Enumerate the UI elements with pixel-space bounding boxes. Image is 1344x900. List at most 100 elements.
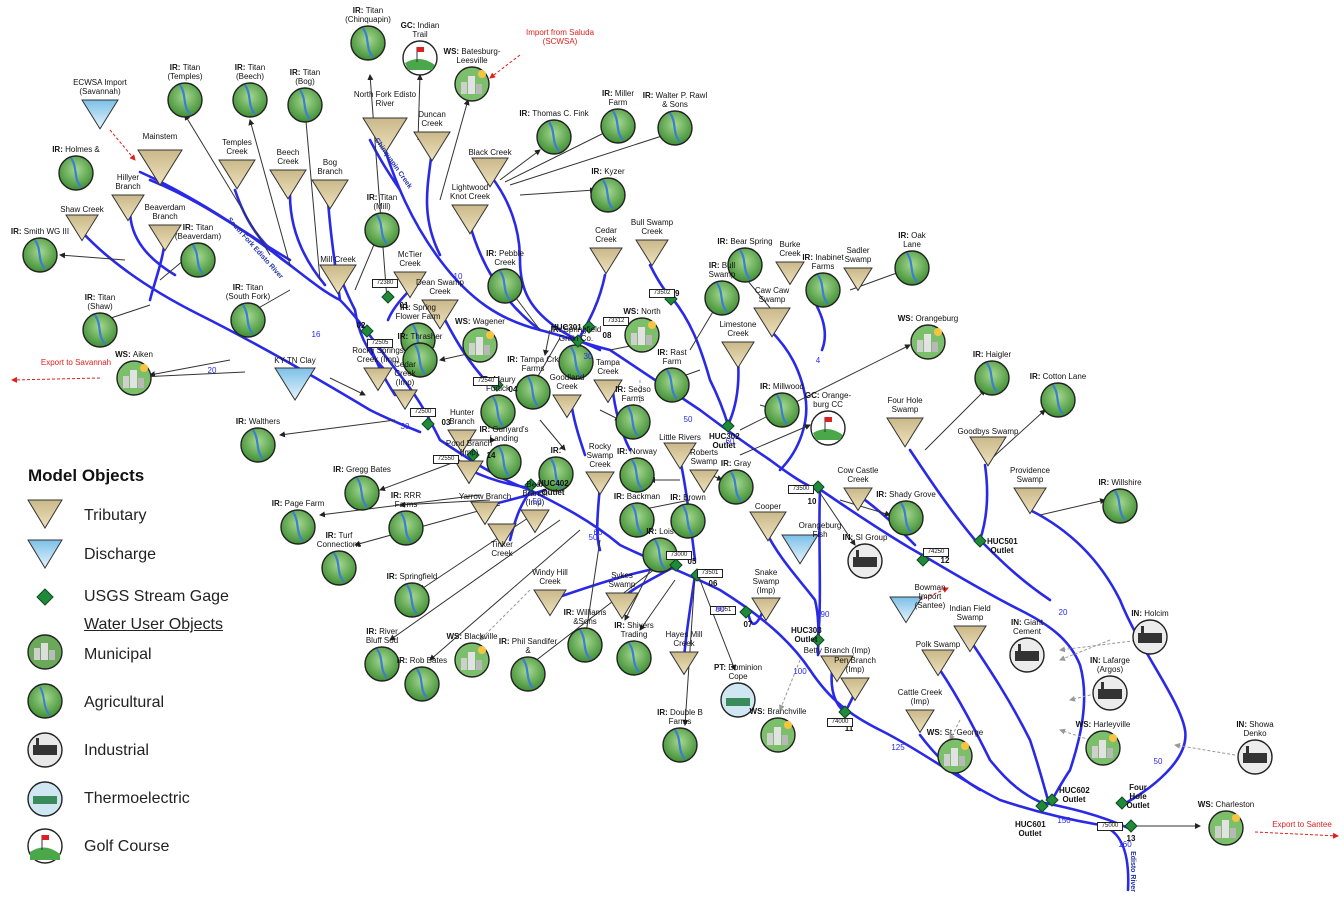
- user-name: Walthers: [248, 417, 281, 426]
- user-prefix: IR:: [397, 332, 411, 341]
- municipal-icon-ws-blackville: [454, 642, 490, 678]
- gage-icon: [36, 588, 54, 606]
- river-chinquapin: [368, 138, 402, 192]
- user-name: Springfield Grain Co.: [558, 325, 602, 343]
- gage-id-box: 72550: [433, 455, 459, 464]
- tributary-label-polk-swamp: Polk Swamp: [915, 640, 961, 649]
- user-name: Cotton Lane: [1042, 372, 1087, 381]
- tributary-triangle-limestone-creek: [721, 341, 755, 369]
- user-label-ir-holmes: IR: Holmes &: [31, 145, 121, 154]
- tributary-label-goodbys-swamp: Goodbys Swamp: [957, 427, 1019, 436]
- tributary-label-indian-field-swamp: Indian Field Swamp: [949, 604, 991, 622]
- tributary-label-duncan-creek: Duncan Creek: [418, 110, 446, 128]
- river-mile-label: 90: [820, 610, 830, 619]
- user-prefix: PT:: [713, 663, 729, 672]
- user-label-ir-walter-p-rawl-sons: IR: Walter P. Rawl & Sons: [630, 91, 720, 109]
- connector-lines: [59, 74, 1201, 829]
- tributary-triangle-beech-creek: [269, 169, 307, 200]
- user-label-ir-cotton-lane: IR: Cotton Lane: [1013, 372, 1103, 381]
- gage-diamond-01: [381, 290, 395, 304]
- agricultural-icon-ir-gregg-bates: [344, 475, 380, 511]
- tributary-triangle-cedar-creek-imp: [392, 389, 418, 411]
- agricultural-icon-ir-phil-sandifer: [510, 656, 546, 692]
- user-prefix: IR:: [657, 708, 670, 717]
- user-name: Oak Lane: [903, 231, 926, 249]
- tributary-triangle-bear-branch-imp: [520, 509, 550, 534]
- user-name: Rast Farm: [662, 348, 687, 366]
- user-name: Phil Sandifer &: [511, 637, 558, 655]
- agricultural-icon-ir-titan-beaverdam: [180, 242, 216, 278]
- user-prefix: IR:: [615, 385, 629, 394]
- river-mainstem-upper: [148, 178, 292, 262]
- tributary-triangle-temples-creek: [218, 159, 256, 190]
- user-prefix: WS:: [446, 632, 465, 641]
- tributary-triangle-sadler-swamp: [843, 267, 873, 292]
- gage-label-10: 10: [807, 497, 817, 506]
- agricultural-icon-ir-millwood: [764, 392, 800, 428]
- user-name: Rob Bates: [409, 656, 448, 665]
- user-name: Kyzer: [604, 167, 625, 176]
- user-prefix: IR:: [1098, 478, 1112, 487]
- user-prefix: WS:: [926, 728, 945, 737]
- tributary-triangle-lightwood-knot-creek: [451, 204, 489, 235]
- gage-label-05: 05: [687, 557, 697, 566]
- tributary-triangle-burke-creek: [775, 261, 805, 286]
- user-name: Inabinet Farms: [811, 253, 844, 271]
- gage-id-box: 73502: [649, 289, 675, 298]
- user-name: Holcim: [1144, 609, 1169, 618]
- user-label-ir-titan-beaverdam: IR: Titan (Beaverdam): [153, 223, 243, 241]
- user-label-ir-millwood: IR: Millwood: [737, 382, 827, 391]
- agricultural-icon-ir-gunyard-s-landing: [486, 444, 522, 480]
- user-prefix: WS:: [115, 350, 133, 359]
- discharge-triangle-ecwsa-import-savannah: [81, 99, 119, 130]
- user-label-ir-backman: IR: Backman: [592, 492, 682, 501]
- user-name: Gunyard's Landing: [489, 425, 529, 443]
- user-prefix: IR:: [657, 348, 671, 357]
- user-label-ir-spring-flower-farm: IR: Spring Flower Farm: [373, 303, 463, 321]
- agricultural-icon-ir-titan-chinquapin: [350, 25, 386, 61]
- tributary-label-roberts-swamp: Roberts Swamp: [689, 448, 718, 466]
- user-prefix: WS:: [1075, 720, 1094, 729]
- gage-id-box: 73051: [710, 606, 736, 615]
- user-label-ir-turf-connections: IR: Turf Connections: [294, 531, 384, 549]
- tributary-label-cedar-creek: Cedar Creek: [595, 226, 617, 244]
- river-goodbys: [978, 463, 989, 542]
- user-name: Holmes &: [65, 145, 100, 154]
- user-prefix: IN:: [1089, 656, 1103, 665]
- gage-id-box: 73000: [666, 551, 692, 560]
- agricultural-icon-ir-shivers-trading: [616, 640, 652, 676]
- tributary-triangle-rocky-springs-creek-imp: [363, 367, 393, 392]
- user-label-ir-inabinet-farms: IR: Inabinet Farms: [778, 253, 868, 271]
- tributary-label-goodland-creek: Goodland Creek: [549, 373, 585, 391]
- user-prefix: IR:: [613, 492, 627, 501]
- golf-icon-gc-indian-trail: [402, 40, 438, 76]
- user-name: Titan (Temples): [167, 63, 203, 81]
- user-label-ir-titan-temples: IR: Titan (Temples): [140, 63, 230, 81]
- gage-label-13: 13: [1126, 834, 1136, 843]
- agricultural-icon-ir-titan-bog: [287, 87, 323, 123]
- discharge-triangle-ky-tn-clay: [274, 367, 316, 401]
- tributary-label-snake-swamp-imp: Snake Swamp (Imp): [752, 568, 780, 595]
- user-name: Wagener: [472, 317, 505, 326]
- user-label-ir-williams-sons: IR: Williams &Sons: [540, 608, 630, 626]
- user-name: Titan (Chinquapin): [345, 6, 391, 24]
- tributary-label-temples-creek: Temples Creek: [222, 138, 252, 156]
- tributary-label-mctier-creek: McTier Creek: [397, 250, 423, 268]
- user-name: Gregg Bates: [345, 465, 391, 474]
- user-prefix: IR:: [234, 63, 248, 72]
- gage-label-06: 06: [708, 579, 718, 588]
- user-name: Dominion Cope: [728, 663, 763, 681]
- user-label-ws-orangeburg: WS: Orangeburg: [883, 314, 973, 323]
- river-mile-label: 150: [1057, 816, 1071, 825]
- user-name: Charleston: [1215, 800, 1255, 809]
- agricultural-icon-ir-haigler: [974, 360, 1010, 396]
- user-label-pt-dominion-cope: PT: Dominion Cope: [693, 663, 783, 681]
- user-label-ir-gregg-bates: IR: Gregg Bates: [317, 465, 407, 474]
- user-label-ir-brown: IR: Brown: [643, 493, 733, 502]
- user-name: North: [641, 307, 661, 316]
- user-label-ir-willshire: IR: Willshire: [1075, 478, 1165, 487]
- gage-label-huc501-outlet: HUC501 Outlet: [987, 537, 1018, 555]
- user-prefix: IR:: [52, 145, 66, 154]
- gage-label-huc602-outlet: HUC602 Outlet: [1059, 786, 1090, 804]
- user-name: Pebble Creek: [494, 249, 524, 267]
